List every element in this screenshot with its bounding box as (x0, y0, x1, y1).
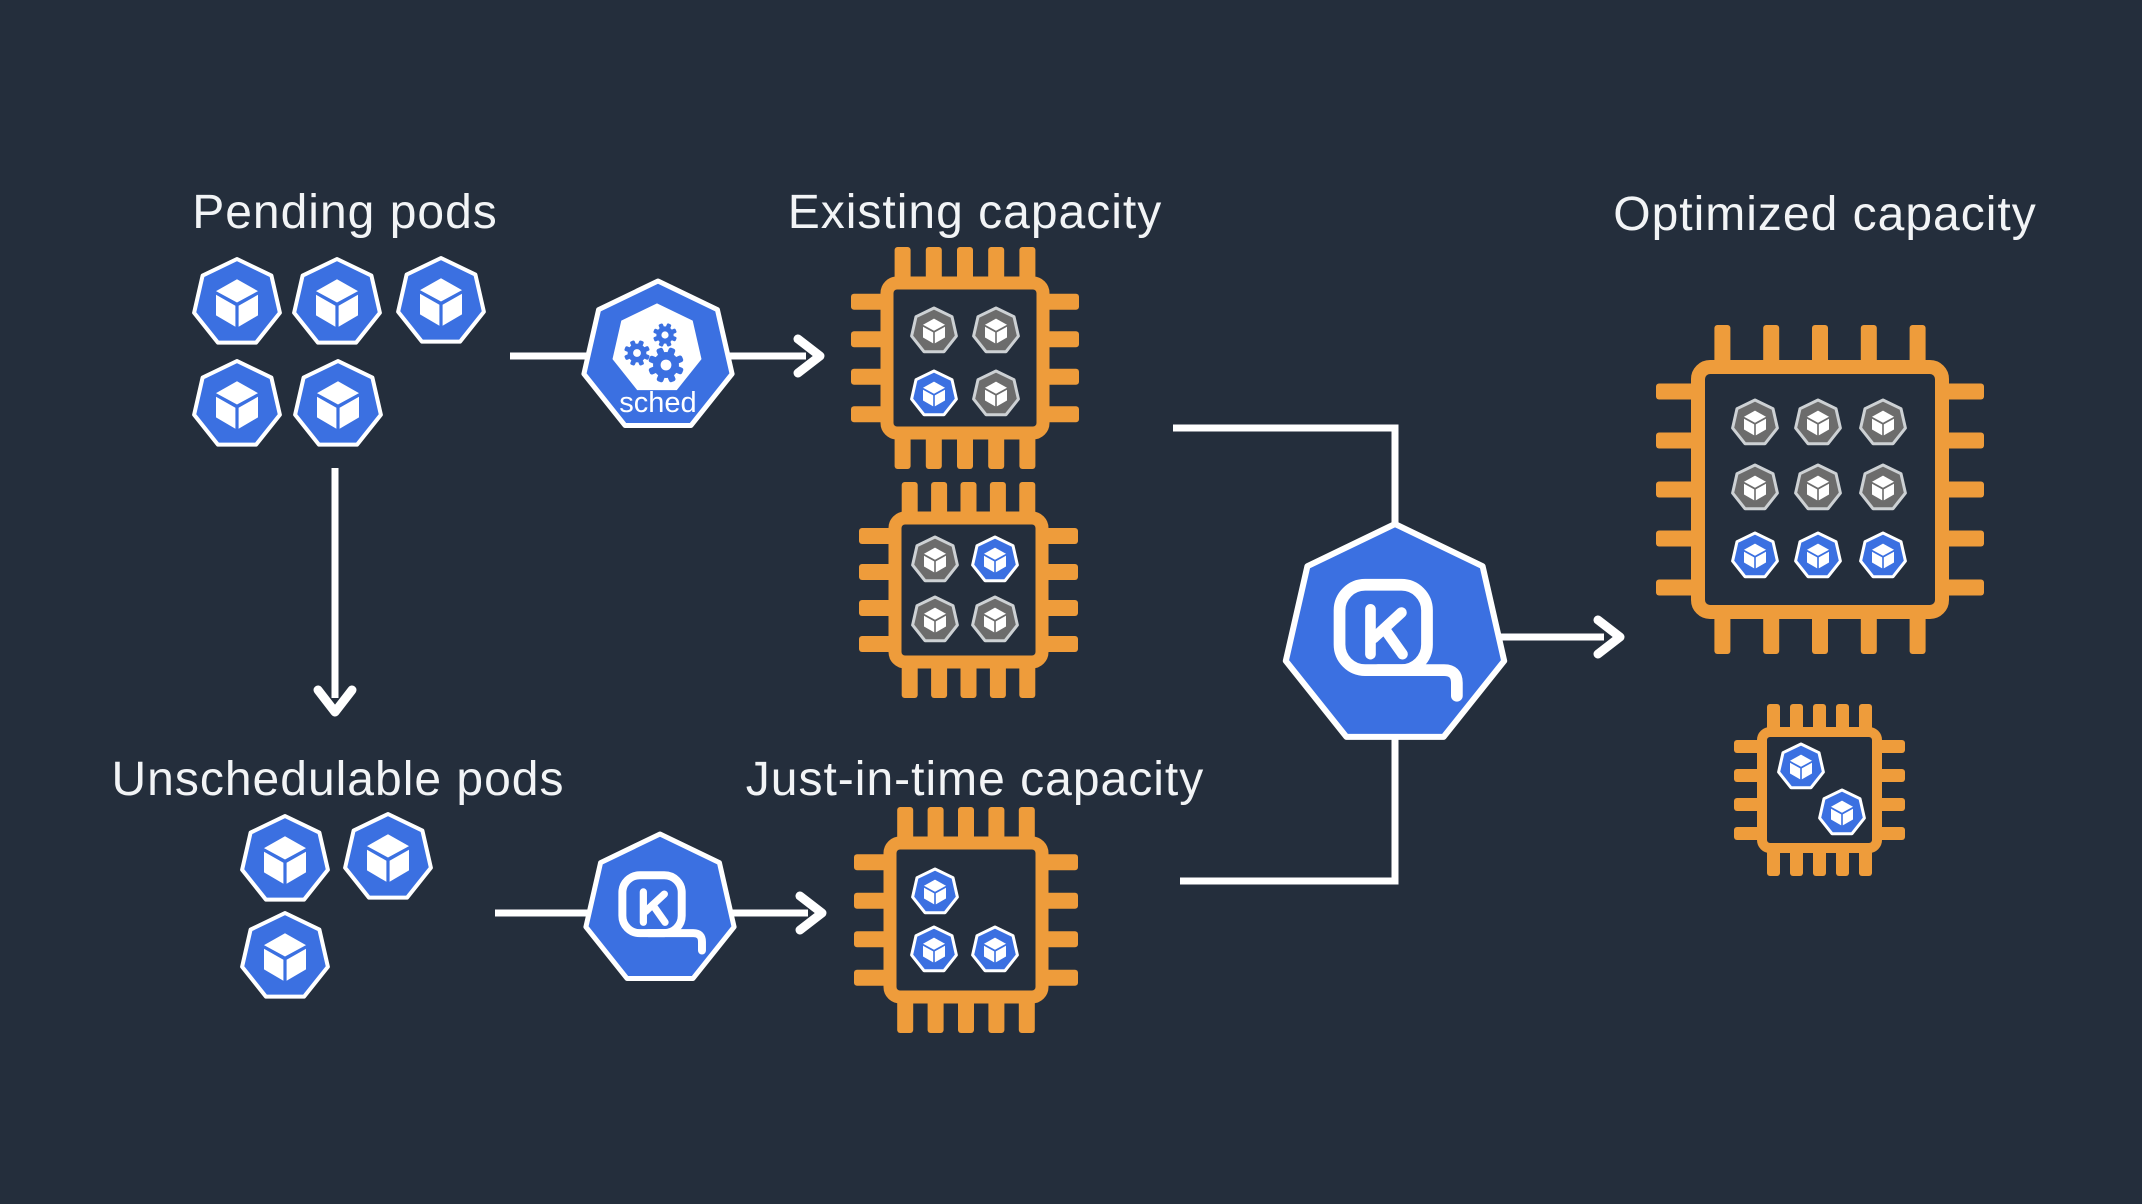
pod-icon (192, 359, 282, 447)
gear-icon (653, 323, 677, 347)
pod-icon (1794, 463, 1842, 511)
optimized-node-small-chip (1734, 704, 1905, 876)
existing-node-1-chip (851, 247, 1079, 469)
pod-icon (972, 369, 1020, 417)
kube-scheduler-icon (581, 278, 735, 428)
pod-icon (1731, 531, 1779, 579)
pod-icon (293, 359, 383, 447)
diagram-shapes (192, 247, 1984, 1033)
pod-icon (292, 257, 382, 345)
pod-icon (1731, 398, 1779, 446)
pending-pods-group (192, 256, 486, 447)
pod-icon (1777, 742, 1825, 790)
karpenter-logo (1333, 578, 1463, 702)
pod-icon (910, 925, 958, 973)
pod-icon (911, 535, 959, 583)
pod-icon (1731, 463, 1779, 511)
title-optimized: Optimized capacity (1613, 188, 2037, 241)
scheduler-label: sched (619, 387, 696, 419)
pod-icon (971, 595, 1019, 643)
title-existing: Existing capacity (788, 186, 1163, 239)
pod-icon (1794, 398, 1842, 446)
line-existing-to-karpenter (1173, 424, 1399, 540)
line-jit-to-karpenter (1180, 738, 1399, 885)
pod-icon (911, 867, 959, 915)
karpenter-logo (618, 871, 706, 955)
pod-icon (910, 369, 958, 417)
title-pending: Pending pods (192, 186, 498, 239)
pod-icon (1859, 463, 1907, 511)
arrow-karpenter-to-optimized (1490, 615, 1625, 659)
pod-icon (396, 256, 486, 344)
pod-icon (240, 814, 330, 902)
arrow-pending-to-unschedulable (313, 468, 357, 717)
karpenter-icon-main (1282, 521, 1508, 740)
optimized-node-large-chip (1656, 325, 1984, 654)
pod-icon (240, 911, 330, 999)
title-unschedulable: Unschedulable pods (112, 753, 565, 806)
pod-icon (343, 812, 433, 900)
pod-icon (1794, 531, 1842, 579)
pod-icon (910, 306, 958, 354)
pod-icon (971, 535, 1019, 583)
jit-node-chip (854, 807, 1078, 1033)
karpenter-icon-small (583, 831, 737, 981)
pod-icon (1818, 788, 1866, 836)
pod-icon (1859, 531, 1907, 579)
title-jit: Just-in-time capacity (746, 753, 1204, 806)
pod-icon (1859, 398, 1907, 446)
pod-icon (972, 306, 1020, 354)
pod-icon (911, 595, 959, 643)
pod-icon (192, 257, 282, 345)
gear-icon (648, 347, 684, 383)
gear-icon (624, 340, 650, 366)
pod-icon (971, 925, 1019, 973)
existing-node-2-chip (859, 482, 1078, 698)
unschedulable-pods-group (240, 812, 433, 999)
